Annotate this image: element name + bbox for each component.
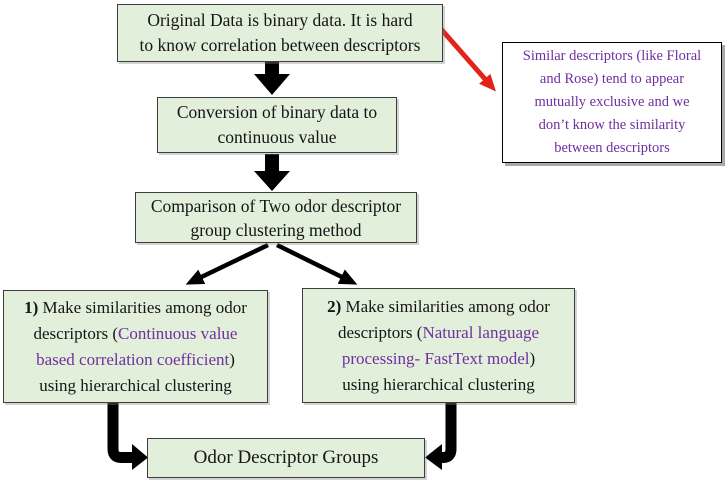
method2-number: 2) <box>327 296 342 316</box>
comparison-line-1: Comparison of Two odor descriptor <box>150 195 402 216</box>
method2-line-1: 2) Make similarities among odor <box>327 296 550 316</box>
branch-arrow-left-icon <box>185 242 269 285</box>
original-data-box: Original Data is binary data. It is hard… <box>117 4 443 62</box>
result-label: Odor Descriptor Groups <box>193 447 379 468</box>
comparison-box: Comparison of Two odor descriptor group … <box>135 192 417 243</box>
annotation-arrow-red-icon <box>439 27 496 92</box>
method1-line-3: based correlation coefficient) <box>36 349 235 369</box>
comparison-line-2: group clustering method <box>190 219 362 240</box>
flow-down-arrow-2-icon <box>254 154 290 191</box>
method2-box: 2) Make similarities among odor descript… <box>302 288 575 403</box>
note-line-1: Similar descriptors (like Floral <box>522 48 702 64</box>
method1-number: 1) <box>24 297 39 317</box>
method1-box: 1) Make similarities among odor descript… <box>3 290 268 403</box>
original-data-line-2: to know correlation between descriptors <box>139 35 421 55</box>
note-line-3: mutually exclusive and we <box>534 94 690 110</box>
method2-line-4: using hierarchical clustering <box>342 374 535 394</box>
method1-line-2: descriptors (Continuous value <box>33 323 238 343</box>
method1-line-1: 1) Make similarities among odor <box>24 297 247 317</box>
merge-arrow-left-icon <box>107 403 148 470</box>
conversion-box: Conversion of binary data to continuous … <box>157 97 397 153</box>
conversion-line-2: continuous value <box>217 127 337 147</box>
note-line-2: and Rose) tend to appear <box>539 71 685 87</box>
note-line-5: between descriptors <box>554 140 670 156</box>
method2-line-3: processing- FastText model) <box>341 348 536 368</box>
method2-line-2: descriptors (Natural language <box>337 322 540 342</box>
flow-down-arrow-1-icon <box>254 62 290 95</box>
conversion-line-1: Conversion of binary data to <box>176 102 378 122</box>
method1-line-4: using hierarchical clustering <box>39 375 232 395</box>
note-box: Similar descriptors (like Floral and Ros… <box>502 42 722 163</box>
note-line-4: don’t know the similarity <box>538 117 686 133</box>
result-box: Odor Descriptor Groups <box>147 438 425 478</box>
branch-arrow-right-icon <box>276 242 358 285</box>
merge-arrow-right-icon <box>425 403 457 470</box>
original-data-line-1: Original Data is binary data. It is hard <box>147 10 413 30</box>
